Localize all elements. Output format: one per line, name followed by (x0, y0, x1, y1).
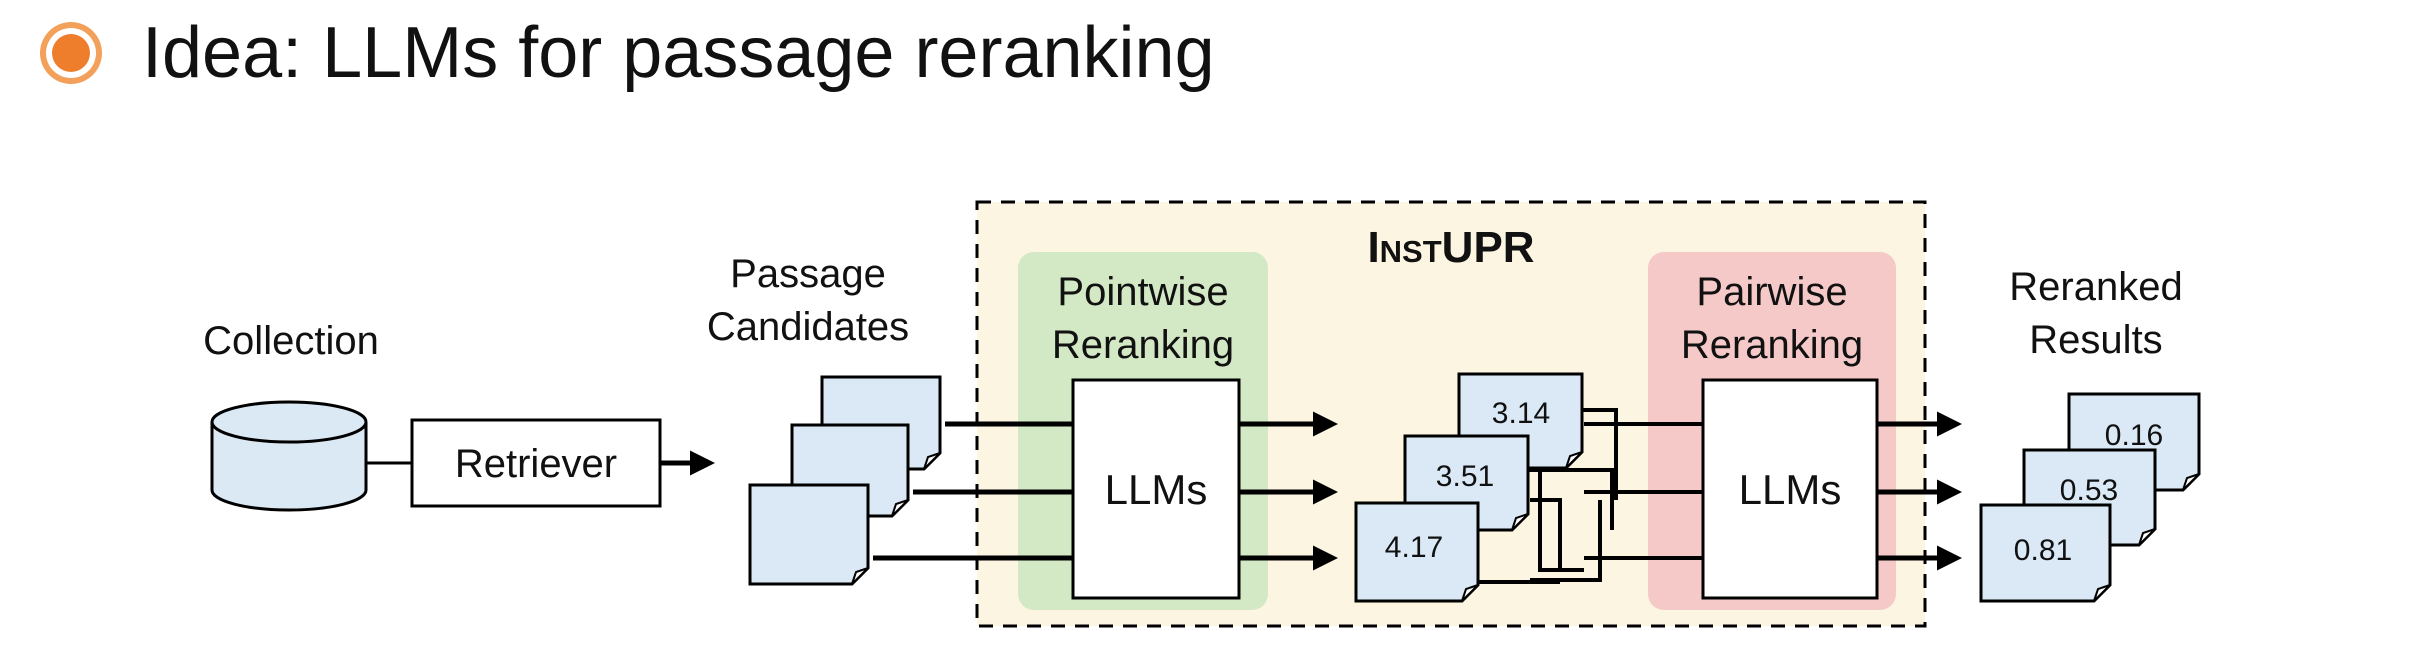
reranked-label-line2: Results (2029, 318, 2162, 362)
passage-document-icon (748, 483, 870, 586)
pointwise-llm-label: LLMs (1105, 466, 1208, 513)
circle-bullet-icon (40, 22, 102, 84)
result-score-label: 0.16 (2105, 419, 2163, 452)
retriever-box (410, 418, 662, 508)
score-label: 4.17 (1385, 531, 1443, 564)
pairwise-llm-box (1701, 378, 1879, 600)
pairwise-label-line1: Pairwise (1696, 270, 1847, 314)
pairwise-llm-label: LLMs (1739, 466, 1842, 513)
pointwise-llm-box (1071, 378, 1241, 600)
pointwise-label-line2: Reranking (1052, 323, 1234, 367)
pointwise-label-line1: Pointwise (1057, 270, 1228, 314)
retriever-label: Retriever (455, 442, 617, 486)
result-score-label: 0.53 (2060, 474, 2118, 507)
scored-document-icon (1354, 501, 1480, 603)
score-label: 3.51 (1436, 460, 1494, 493)
result-document-icon (1979, 503, 2112, 603)
collection-label: Collection (203, 319, 379, 363)
passage-label-line1: Passage (730, 252, 886, 296)
pairwise-label-line2: Reranking (1681, 323, 1863, 367)
reranked-label-line1: Reranked (2009, 265, 2182, 309)
slide-title: Idea: LLMs for passage reranking (142, 13, 1215, 93)
score-label: 3.14 (1492, 397, 1550, 430)
pair-connectors (1478, 408, 1703, 584)
database-icon (210, 400, 368, 512)
instupr-title: InstUPR (1367, 223, 1534, 272)
passage-label-line2: Candidates (707, 305, 909, 349)
result-score-label: 0.81 (2014, 534, 2072, 567)
slide-header: Idea: LLMs for passage reranking (40, 8, 1215, 98)
